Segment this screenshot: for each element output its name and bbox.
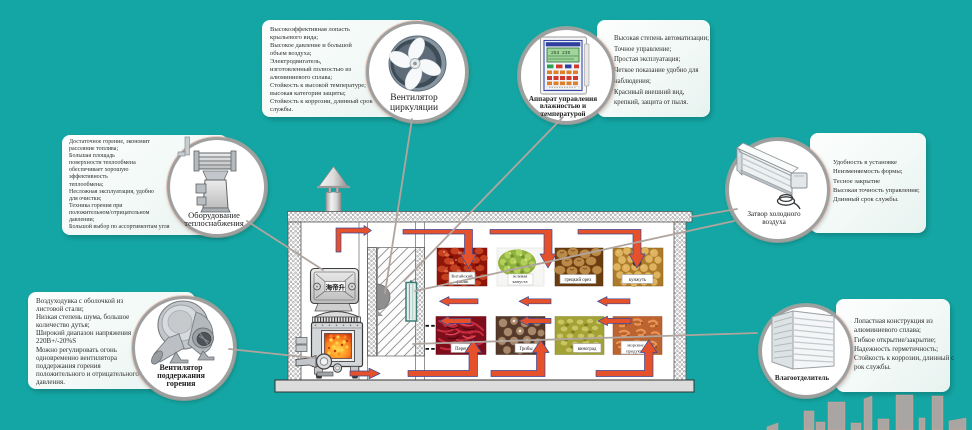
svg-text:Грибы: Грибы xyxy=(519,347,533,352)
svg-text:海帝升: 海帝升 xyxy=(326,283,346,292)
svg-text:продукты: продукты xyxy=(626,349,645,354)
svg-text:253 235: 253 235 xyxy=(551,50,571,56)
svg-text:грецкий орех: грецкий орех xyxy=(565,278,593,283)
svg-text:Китайский: Китайский xyxy=(451,274,473,279)
svg-text:виноград: виноград xyxy=(578,347,597,352)
svg-text:Перец: Перец xyxy=(455,347,468,352)
svg-text:капуста: капуста xyxy=(512,279,527,284)
svg-text:морские: морские xyxy=(627,343,643,348)
svg-text:зеленая: зеленая xyxy=(513,274,529,279)
svg-text:кунжуть: кунжуть xyxy=(629,278,647,283)
